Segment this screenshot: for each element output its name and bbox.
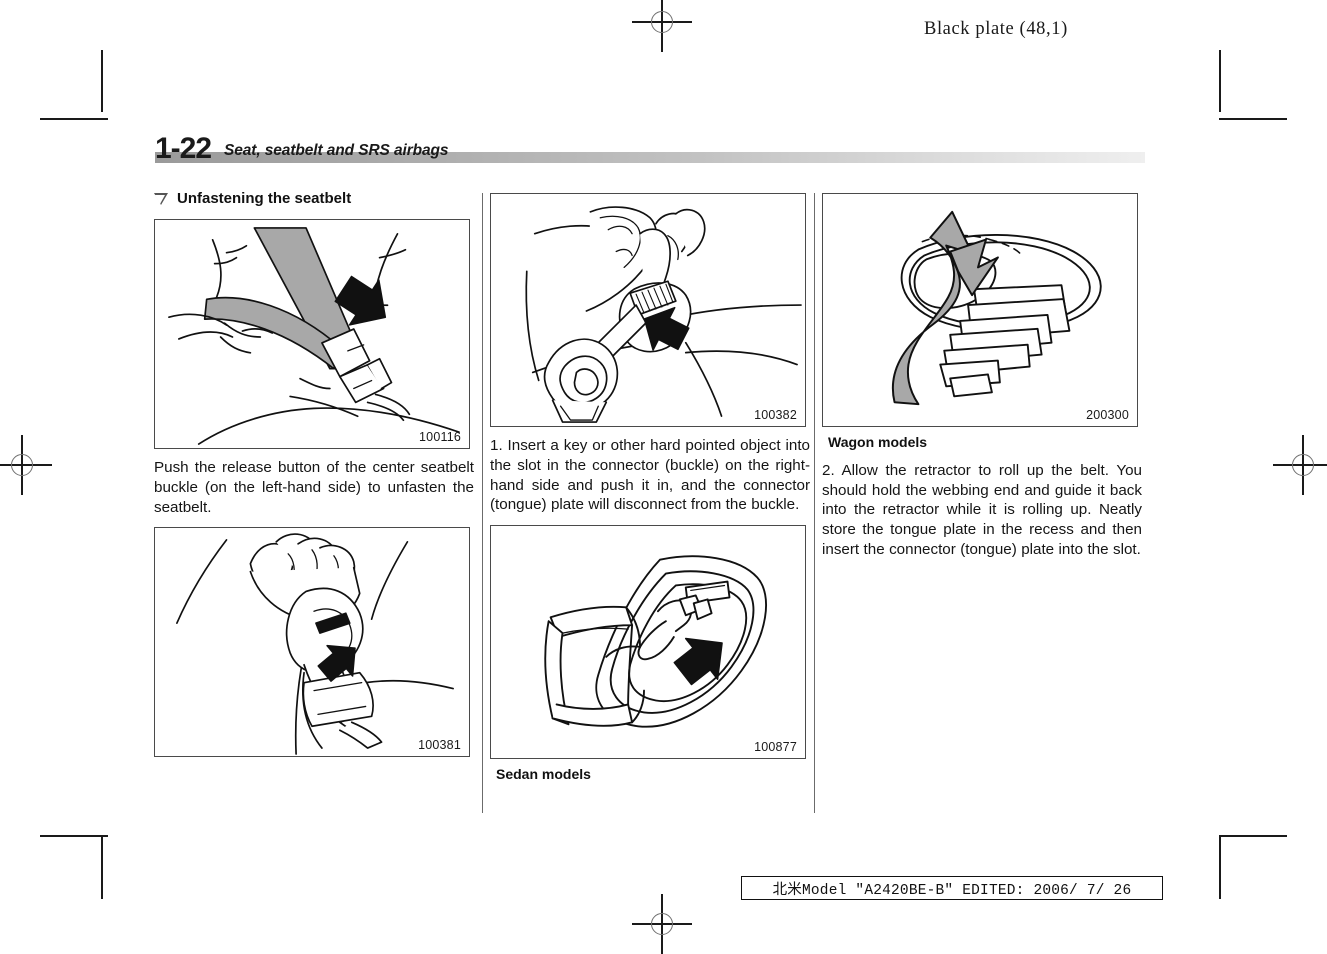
figure-center-seatbelt-buckle: 100116 xyxy=(154,219,470,449)
registration-mark-right xyxy=(1273,435,1327,495)
edition-stamp: 北米Model "A2420BE-B" EDITED: 2006/ 7/ 26 xyxy=(741,876,1163,900)
figure-caption-sedan-models: Sedan models xyxy=(496,766,591,782)
registration-mark-top xyxy=(632,0,692,52)
figure-id: 100116 xyxy=(419,430,461,444)
crop-mark-bottom-right xyxy=(1217,835,1287,905)
column-divider-1 xyxy=(482,193,483,813)
edition-stamp-text: 北米Model "A2420BE-B" EDITED: 2006/ 7/ 26 xyxy=(772,882,1132,899)
crop-mark-top-right xyxy=(1217,50,1287,120)
subsection-heading-unfastening: Unfastening the seatbelt xyxy=(154,190,474,208)
column-divider-2 xyxy=(814,193,815,813)
column-2: 100382 1. Insert a key or other hard poi… xyxy=(490,193,810,793)
header-rule xyxy=(155,152,1145,163)
figure-caption-wagon-models: Wagon models xyxy=(828,434,928,450)
subsection-heading-label: Unfastening the seatbelt xyxy=(177,190,352,207)
figure-id: 100381 xyxy=(418,738,461,753)
figure-hand-press-release-button: 100381 xyxy=(154,527,470,758)
page-number: 1-22 xyxy=(155,132,212,165)
black-plate-label: Black plate (48,1) xyxy=(924,19,1068,39)
figure-sedan-tongue-plate-recess: 100877 xyxy=(490,525,806,759)
crop-mark-top-left xyxy=(40,50,110,120)
arrow-glyph xyxy=(643,306,690,351)
column-1: Unfastening the seatbelt xyxy=(154,190,474,758)
arrow-glyph xyxy=(673,637,723,686)
arrow-glyph xyxy=(334,275,387,326)
figure-id: 100877 xyxy=(754,740,797,754)
section-title: Seat, seatbelt and SRS airbags xyxy=(224,142,449,159)
arrow-glyph xyxy=(317,645,356,683)
running-head: 1-22 Seat, seatbelt and SRS airbags xyxy=(155,132,1150,165)
registration-mark-left xyxy=(0,435,52,495)
paragraph-retractor-step-2: 2. Allow the retractor to roll up the be… xyxy=(822,461,1142,558)
column-3: 200300 Wagon models 2. Allow the retract… xyxy=(822,193,1142,560)
figure-key-into-connector-slot: 100382 xyxy=(490,193,806,427)
registration-mark-bottom xyxy=(632,894,692,954)
figure-id: 100382 xyxy=(754,408,797,422)
triangle-bullet-icon xyxy=(154,193,168,205)
figure-wagon-retractor-rollup: 200300 xyxy=(822,193,1138,427)
paragraph-insert-key-step-1: 1. Insert a key or other hard pointed ob… xyxy=(490,437,810,514)
figure-id: 200300 xyxy=(1086,408,1129,422)
crop-mark-bottom-left xyxy=(40,835,110,905)
paragraph-push-release-button: Push the release button of the center se… xyxy=(154,459,474,516)
belt-arrow-glyph xyxy=(892,210,999,406)
